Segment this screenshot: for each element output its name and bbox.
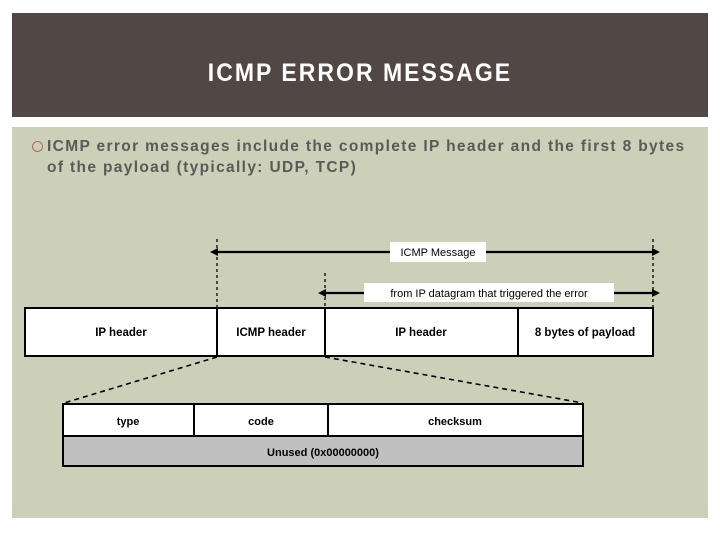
icmp-header-detail: type code checksum Unused (0x00000000) — [62, 403, 584, 467]
icmp-error-message-diagram: ICMP Message from IP datagram that trigg… — [12, 215, 708, 515]
title-banner: ICMP ERROR MESSAGE — [12, 13, 708, 117]
detail-label-unused: Unused (0x00000000) — [267, 447, 379, 459]
detail-label-code: code — [248, 416, 274, 428]
field-label-ip-header-inner: IP header — [395, 327, 447, 339]
triggering-datagram-label-bg — [364, 283, 614, 302]
detail-label-checksum: checksum — [428, 416, 482, 428]
icmp-error-packet-fields: IP header ICMP header IP header 8 bytes … — [24, 307, 654, 357]
slide-body: ICMP error messages include the complete… — [12, 127, 708, 518]
field-label-ip-header-outer: IP header — [95, 327, 147, 339]
bullet-item-text: ICMP error messages include the complete… — [47, 138, 686, 176]
icmp-message-label: ICMP Message — [401, 247, 476, 259]
detail-label-type: type — [117, 416, 140, 428]
expansion-connector-right — [324, 356, 584, 404]
page-title: ICMP ERROR MESSAGE — [207, 59, 513, 87]
hollow-circle-bullet-icon — [32, 141, 43, 152]
field-label-icmp-header: ICMP header — [236, 327, 306, 339]
bullet-list: ICMP error messages include the complete… — [32, 136, 692, 178]
field-label-payload: 8 bytes of payload — [535, 327, 635, 339]
icmp-message-label-bg — [390, 242, 486, 262]
triggering-datagram-label: from IP datagram that triggered the erro… — [390, 288, 588, 300]
expansion-connector-left — [63, 356, 218, 404]
